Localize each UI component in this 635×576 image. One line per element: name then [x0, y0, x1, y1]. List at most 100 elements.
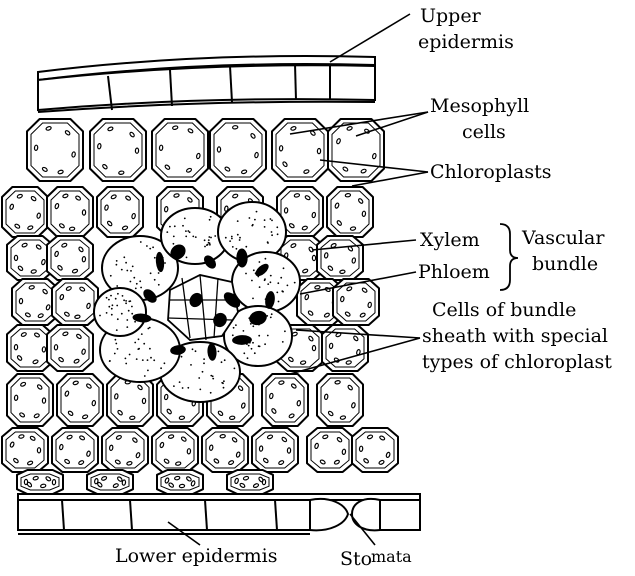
- stipple-dot: [126, 319, 128, 321]
- stipple-dot: [152, 246, 154, 248]
- stipple-dot: [192, 348, 194, 350]
- stipple-dot: [139, 280, 141, 282]
- mesophyll-cell: [102, 428, 148, 472]
- stipple-dot: [204, 246, 206, 248]
- stipple-dot: [106, 312, 108, 314]
- stipple-dot: [270, 275, 272, 277]
- label-phloem: Phloem: [418, 261, 490, 283]
- stipple-dot: [239, 237, 241, 239]
- stipple-dot: [222, 382, 224, 384]
- stipple-dot: [208, 236, 210, 238]
- label-upper-epidermis-1: Upper: [420, 5, 482, 27]
- stipple-dot: [186, 257, 188, 259]
- stipple-dot: [264, 226, 266, 228]
- stipple-dot: [164, 362, 166, 364]
- stipple-dot: [128, 310, 130, 312]
- stipple-dot: [134, 342, 136, 344]
- stipple-dot: [210, 216, 212, 218]
- stipple-dot: [280, 277, 282, 279]
- stipple-dot: [123, 299, 125, 301]
- mesophyll-cell: [272, 119, 328, 181]
- stipple-dot: [203, 358, 205, 360]
- stipple-dot: [256, 211, 258, 213]
- stipple-dot: [252, 325, 254, 327]
- stipple-dot: [243, 330, 245, 332]
- stipple-dot: [294, 282, 296, 284]
- mesophyll-cell: [52, 428, 98, 472]
- stipple-dot: [184, 218, 186, 220]
- stipple-dot: [141, 333, 143, 335]
- stipple-dot: [150, 272, 152, 274]
- mesophyll-cell: [57, 374, 103, 426]
- stipple-dot: [282, 291, 284, 293]
- stipple-dot: [234, 368, 236, 370]
- stipple-dot: [232, 334, 234, 336]
- label-upper-epidermis-2: epidermis: [418, 31, 514, 53]
- mesophyll-cell: [262, 374, 308, 426]
- stipple-dot: [254, 352, 256, 354]
- stipple-dot: [137, 348, 139, 350]
- label-vascular-1: Vascular: [521, 227, 605, 249]
- stipple-dot: [245, 273, 247, 275]
- stipple-dot: [182, 387, 184, 389]
- stipple-dot: [111, 314, 113, 316]
- stipple-dot: [235, 324, 237, 326]
- stipple-dot: [134, 321, 136, 323]
- stipple-dot: [117, 318, 119, 320]
- stipple-dot: [223, 380, 225, 382]
- stipple-dot: [187, 387, 189, 389]
- stipple-dot: [199, 389, 201, 391]
- stipple-dot: [189, 231, 191, 233]
- stoma-guard-cells: [310, 499, 380, 530]
- stipple-dot: [248, 345, 250, 347]
- stipple-dot: [136, 358, 138, 360]
- stipple-dot: [160, 367, 162, 369]
- stipple-dot: [130, 270, 132, 272]
- stipple-dot: [237, 234, 239, 236]
- label-xylem: Xylem: [420, 229, 480, 251]
- stipple-dot: [179, 381, 181, 383]
- mesophyll-cell: [352, 428, 398, 472]
- stipple-dot: [265, 258, 267, 260]
- stipple-dot: [121, 313, 123, 315]
- stipple-dot: [116, 305, 118, 307]
- stipple-dot: [210, 375, 212, 377]
- stipple-dot: [267, 335, 269, 337]
- stipple-dot: [125, 363, 127, 365]
- label-mesophyll-1: Mesophyll: [430, 95, 529, 117]
- stipple-dot: [115, 343, 117, 345]
- stipple-dot: [276, 226, 278, 228]
- mesophyll-cell: [90, 119, 146, 181]
- stipple-dot: [208, 239, 210, 241]
- stipple-dot: [247, 357, 249, 359]
- label-vascular-2: bundle: [532, 253, 598, 275]
- stipple-dot: [218, 351, 220, 353]
- stipple-dot: [150, 357, 152, 359]
- stipple-dot: [147, 328, 149, 330]
- stipple-dot: [207, 244, 209, 246]
- stipple-dot: [116, 264, 118, 266]
- stipple-dot: [239, 239, 241, 241]
- stipple-dot: [258, 345, 260, 347]
- stipple-dot: [203, 362, 205, 364]
- stipple-dot: [149, 348, 151, 350]
- stipple-dot: [181, 356, 183, 358]
- stipple-dot: [117, 348, 119, 350]
- stipple-dot: [270, 281, 272, 283]
- stipple-dot: [223, 387, 225, 389]
- stipple-dot: [185, 230, 187, 232]
- stipple-dot: [232, 246, 234, 248]
- stipple-dot: [126, 270, 128, 272]
- stipple-dot: [154, 279, 156, 281]
- stipple-dot: [270, 317, 272, 319]
- stipple-dot: [149, 248, 151, 250]
- stipple-dot: [129, 354, 131, 356]
- label-mesophyll-2: cells: [462, 121, 506, 143]
- stipple-dot: [251, 280, 253, 282]
- mesophyll-cell: [2, 187, 48, 237]
- stipple-dot: [282, 341, 284, 343]
- stipple-dot: [158, 284, 160, 286]
- stipple-dot: [209, 219, 211, 221]
- mesophyll-cell: [47, 236, 93, 280]
